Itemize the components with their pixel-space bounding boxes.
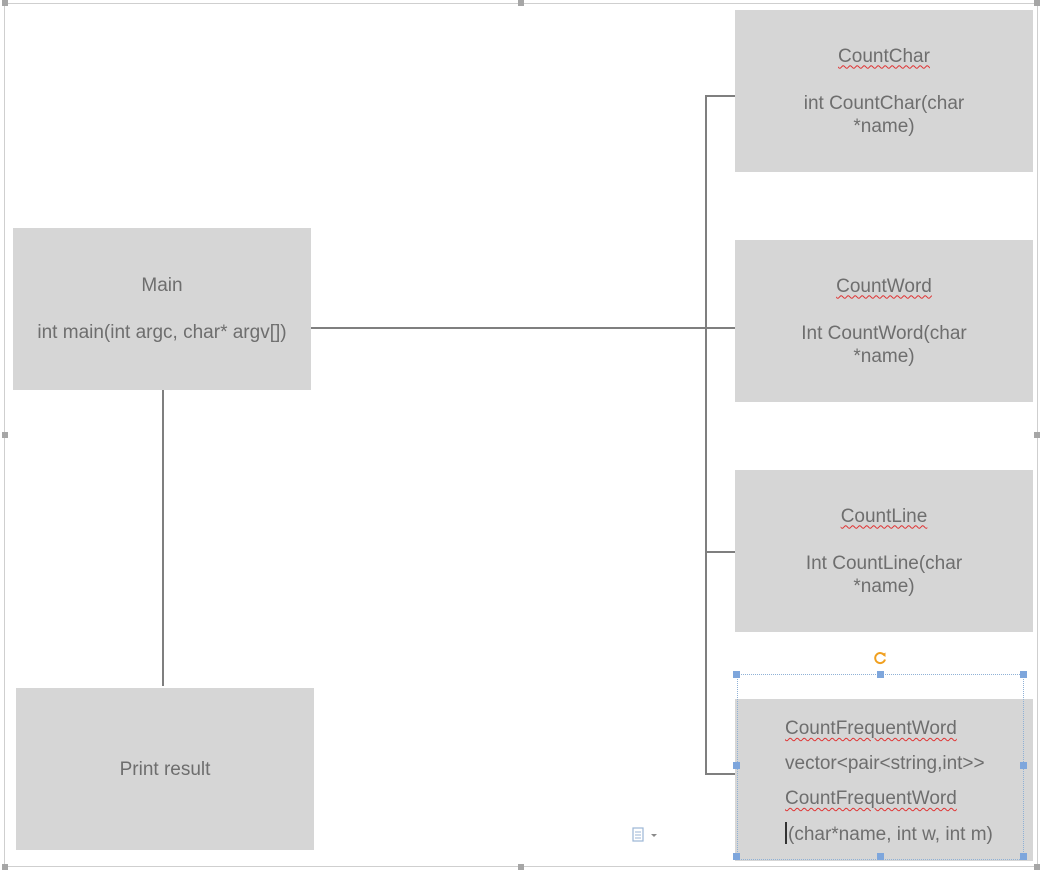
countfrequentword-function-name: CountFrequentWord [785, 788, 957, 809]
countword-title: CountWord [836, 275, 932, 297]
print-result-label: Print result [119, 758, 211, 780]
countfrequentword-params: (char*name, int w, int m) [788, 824, 993, 845]
countchar-title: CountChar [838, 45, 930, 67]
text-cursor [785, 822, 787, 844]
canvas-resize-handle-middle-left[interactable] [2, 432, 8, 438]
main-box-title: Main [141, 275, 183, 296]
countfrequentword-title: CountFrequentWord [785, 718, 957, 739]
paste-options-icon[interactable] [631, 826, 661, 844]
countchar-box[interactable]: CountChar int CountChar(char *name) [735, 10, 1033, 172]
canvas-resize-handle-bottom-center[interactable] [518, 864, 524, 870]
countchar-signature-line1: int CountChar(char [803, 92, 965, 114]
countfrequentword-return-type: vector<pair<string,int>> [785, 753, 985, 774]
countword-signature-line1: Int CountWord(char [801, 322, 967, 344]
connector-trunk-to-countline[interactable] [705, 551, 737, 553]
countline-box[interactable]: CountLine Int CountLine(char *name) [735, 470, 1033, 632]
selection-handle-top-left[interactable] [733, 671, 740, 678]
connector-trunk-to-countfrequentword[interactable] [705, 773, 737, 775]
connector-trunk-to-countchar[interactable] [705, 95, 737, 97]
selection-handle-bottom-center[interactable] [877, 853, 884, 860]
canvas-resize-handle-bottom-right[interactable] [1034, 864, 1040, 870]
connector-trunk-to-countword[interactable] [705, 327, 737, 329]
connector-main-to-trunk[interactable] [310, 327, 708, 329]
countchar-signature-line2: *name) [853, 115, 915, 137]
countline-title: CountLine [840, 505, 928, 527]
selection-outline [737, 674, 1024, 860]
selection-handle-middle-left[interactable] [733, 762, 740, 769]
countfrequentword-params-row[interactable]: (char*name, int w, int m) [785, 822, 993, 846]
connector-vertical-trunk[interactable] [705, 95, 707, 775]
main-box-signature: int main(int argc, char* argv[]) [37, 322, 287, 343]
selection-handle-bottom-right[interactable] [1020, 853, 1027, 860]
print-result-box[interactable]: Print result [16, 688, 314, 850]
canvas-resize-handle-top-center[interactable] [518, 0, 524, 6]
countline-signature-line1: Int CountLine(char [805, 552, 963, 574]
selection-handle-bottom-left[interactable] [733, 853, 740, 860]
countword-signature-line2: *name) [853, 345, 915, 367]
canvas-resize-handle-top-right[interactable] [1034, 0, 1040, 6]
connector-main-to-print[interactable] [162, 389, 164, 686]
selection-handle-top-center[interactable] [877, 671, 884, 678]
rotate-handle-icon[interactable] [872, 650, 888, 666]
canvas-resize-handle-bottom-left[interactable] [2, 864, 8, 870]
countword-box[interactable]: CountWord Int CountWord(char *name) [735, 240, 1033, 402]
countline-signature-line2: *name) [853, 575, 915, 597]
canvas-resize-handle-middle-right[interactable] [1034, 432, 1040, 438]
selection-handle-top-right[interactable] [1020, 671, 1027, 678]
countfrequentword-box[interactable]: CountFrequentWord vector<pair<string,int… [735, 699, 1033, 861]
canvas-resize-handle-top-left[interactable] [2, 0, 8, 6]
main-box[interactable]: Main int main(int argc, char* argv[]) [13, 228, 311, 390]
selection-handle-middle-right[interactable] [1020, 762, 1027, 769]
